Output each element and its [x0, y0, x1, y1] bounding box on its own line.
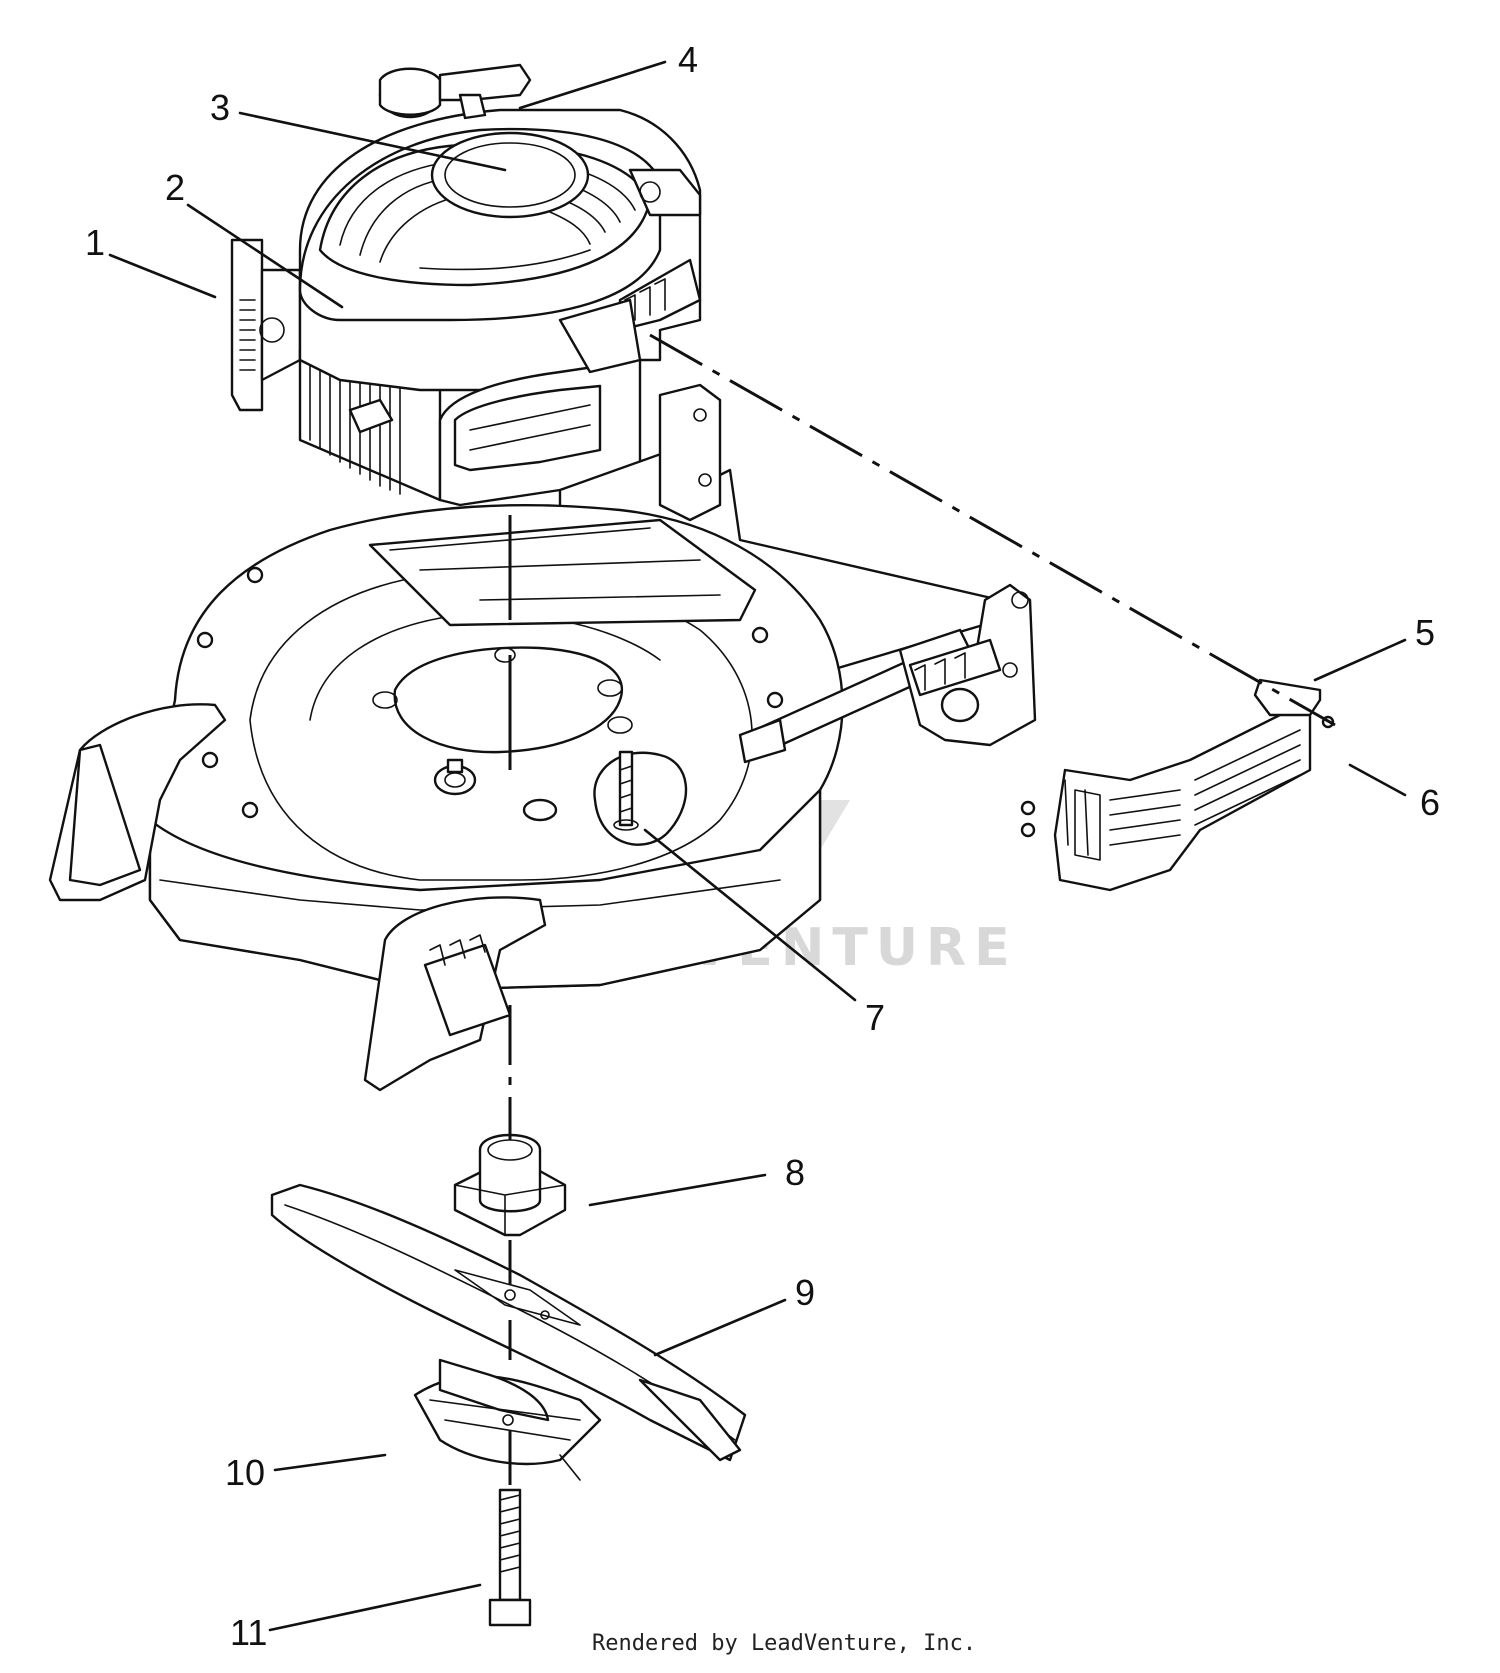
callout-4: 4: [678, 39, 698, 80]
callout-7: 7: [865, 997, 885, 1038]
callout-10: 10: [225, 1452, 265, 1493]
callout-2: 2: [165, 167, 185, 208]
blade-stiffener: [413, 1358, 602, 1481]
mower-deck: [48, 383, 1037, 1092]
heat-shield: [1020, 678, 1335, 892]
callout-11: 11: [230, 1612, 267, 1653]
callout-5: 5: [1415, 612, 1435, 653]
blade-adapter: [453, 1133, 567, 1237]
callout-1: 1: [85, 222, 105, 263]
callout-9: 9: [795, 1272, 815, 1313]
callout-labels: 1 2 3 4 5 6 7 8 9 10 11: [85, 39, 1440, 1653]
engine: [230, 63, 702, 507]
callout-6: 6: [1420, 782, 1440, 823]
blade-bolt: [488, 1488, 532, 1627]
footer-credit: Rendered by LeadVenture, Inc.: [592, 1631, 976, 1656]
callout-8: 8: [785, 1152, 805, 1193]
assembly-axis: [508, 333, 1336, 1485]
leader-lines: [108, 60, 1407, 1632]
callout-3: 3: [210, 87, 230, 128]
